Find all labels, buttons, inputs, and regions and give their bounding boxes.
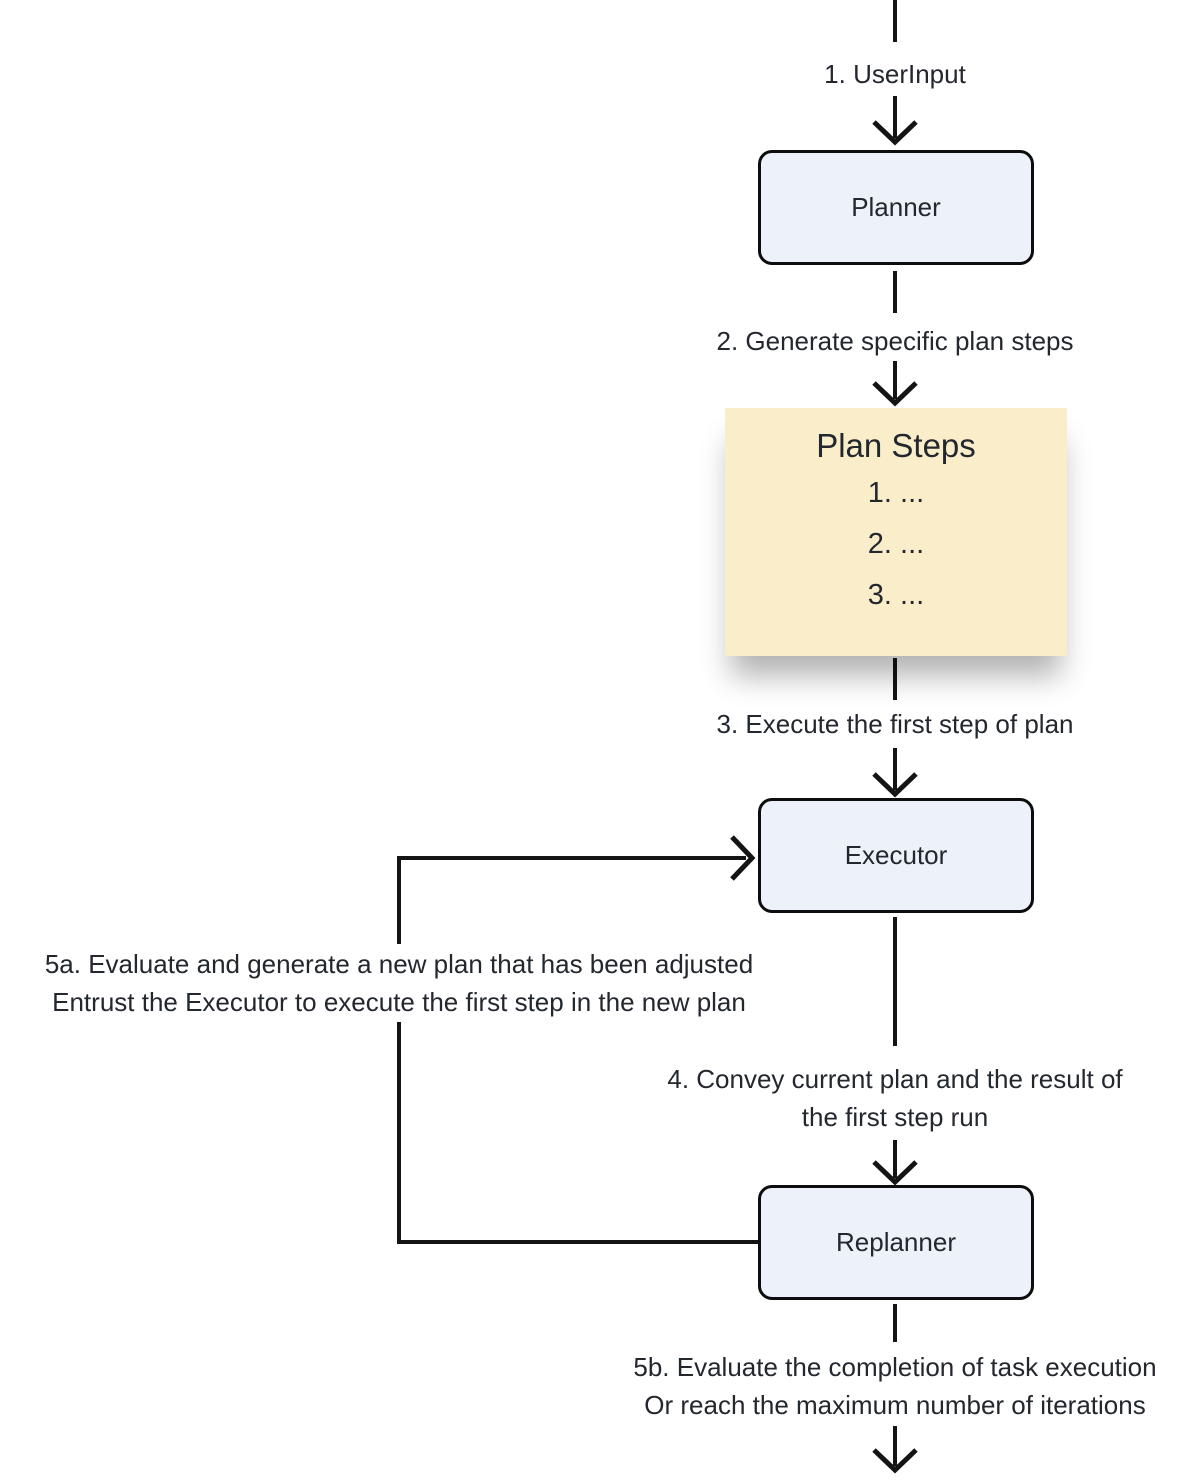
node-replanner: Replanner xyxy=(758,1185,1034,1300)
plan-steps-title: Plan Steps xyxy=(816,427,976,464)
arrowhead-into-planner-icon xyxy=(872,120,918,146)
edge-label-replan-loop-line1: 5a. Evaluate and generate a new plan tha… xyxy=(44,949,754,979)
arrowhead-loop-into-executor-icon xyxy=(730,835,756,881)
edge-label-convey-result-line1: 4. Convey current plan and the result of xyxy=(667,1064,1123,1094)
edge-label-generate-plan: 2. Generate specific plan steps xyxy=(706,321,1084,361)
edge-label-replan-loop: 5a. Evaluate and generate a new plan tha… xyxy=(34,944,764,1022)
edge-label-execute-first-step: 3. Execute the first step of plan xyxy=(706,704,1084,744)
node-planner: Planner xyxy=(758,150,1034,265)
node-executor: Executor xyxy=(758,798,1034,913)
arrowhead-bottom-exit-icon xyxy=(872,1448,918,1474)
edge-label-replan-loop-line2: Entrust the Executor to execute the firs… xyxy=(52,987,746,1017)
plan-steps-item-1: 1. ... xyxy=(867,477,925,509)
node-executor-label: Executor xyxy=(844,840,948,870)
edge-label-userinput-text: 1. UserInput xyxy=(824,59,966,89)
arrowhead-into-executor-icon xyxy=(872,772,918,798)
arrowhead-into-replanner-icon xyxy=(872,1160,918,1186)
edge-label-userinput: 1. UserInput xyxy=(814,54,976,94)
plan-steps-item-3: 3. ... xyxy=(867,579,925,611)
plan-steps-item-2: 2. ... xyxy=(867,528,925,560)
connector-replanner-loop xyxy=(397,856,758,1244)
edge-label-generate-plan-text: 2. Generate specific plan steps xyxy=(716,326,1074,356)
node-plan-steps: Plan Steps 1. ... 2. ... 3. ... xyxy=(725,408,1067,656)
edge-label-execute-first-step-text: 3. Execute the first step of plan xyxy=(716,709,1074,739)
edge-label-complete-line1: 5b. Evaluate the completion of task exec… xyxy=(633,1352,1157,1382)
edge-label-complete-or-max-iterations: 5b. Evaluate the completion of task exec… xyxy=(623,1347,1167,1425)
edge-label-convey-result: 4. Convey current plan and the result of… xyxy=(657,1059,1133,1137)
node-planner-label: Planner xyxy=(851,192,941,222)
edge-label-complete-line2: Or reach the maximum number of iteration… xyxy=(644,1390,1146,1420)
edge-label-convey-result-line2: the first step run xyxy=(801,1102,989,1132)
node-replanner-label: Replanner xyxy=(836,1227,956,1257)
arrowhead-into-plansteps-icon xyxy=(872,381,918,407)
